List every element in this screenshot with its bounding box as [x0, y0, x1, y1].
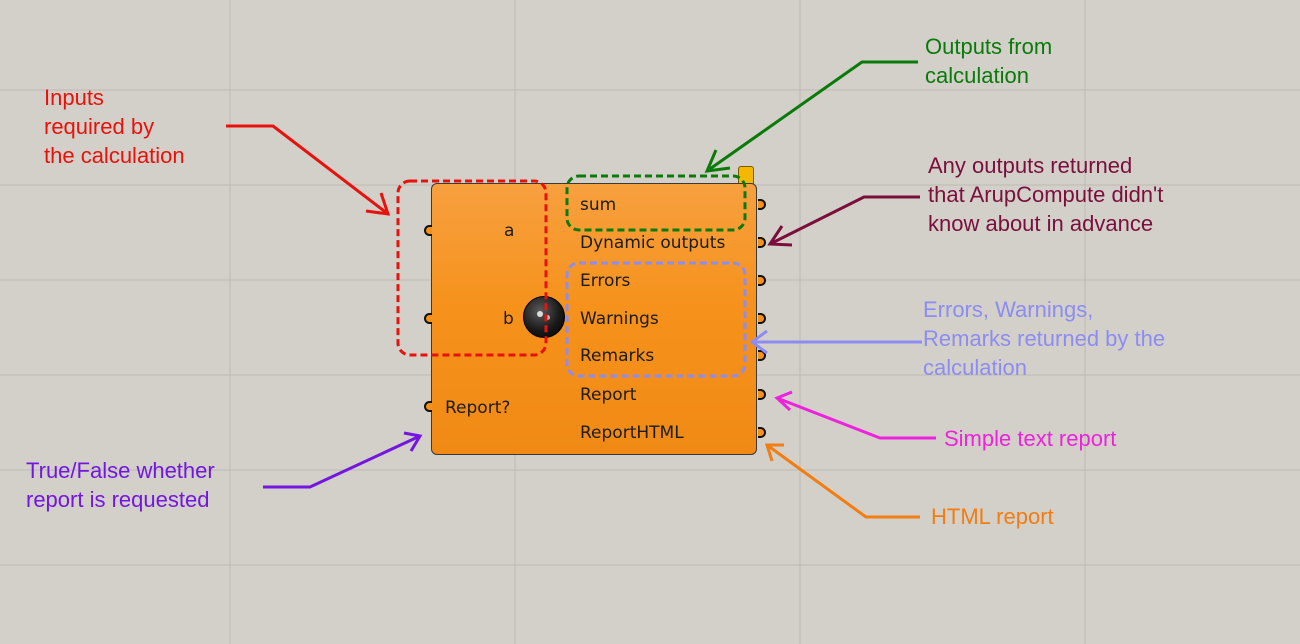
outputs-annotation: Outputs from calculation: [925, 34, 1053, 88]
simple-report-annotation: Simple text report: [944, 426, 1117, 451]
input-report-label: Report?: [445, 398, 511, 418]
arupcompute-logo-icon: [523, 296, 565, 338]
output-reporthtml-grip[interactable]: [758, 427, 766, 438]
input-a-label: a: [504, 221, 515, 241]
output-dynamic-grip[interactable]: [758, 237, 766, 248]
report-flag-annotation: True/False whether report is requested: [26, 458, 215, 512]
output-errors-label: Errors: [580, 271, 631, 291]
input-report-grip[interactable]: [424, 401, 432, 412]
input-a-grip[interactable]: [424, 225, 432, 236]
output-remarks-label: Remarks: [580, 346, 655, 366]
inputs-annotation: Inputs required by the calculation: [44, 85, 185, 168]
dynamic-outputs-annotation: Any outputs returned that ArupCompute di…: [928, 153, 1164, 236]
output-dynamic-label: Dynamic outputs: [580, 233, 726, 253]
output-report-grip[interactable]: [758, 389, 766, 400]
output-sum-label: sum: [580, 195, 617, 215]
html-report-annotation: HTML report: [931, 504, 1054, 529]
input-b-label: b: [503, 309, 514, 329]
output-warnings-grip[interactable]: [758, 313, 766, 324]
output-report-label: Report: [580, 385, 637, 405]
component-flag: [738, 166, 754, 184]
output-reporthtml-label: ReportHTML: [580, 423, 684, 443]
input-b-grip[interactable]: [424, 313, 432, 324]
errors-annotation: Errors, Warnings, Remarks returned by th…: [923, 297, 1166, 380]
output-sum-grip[interactable]: [758, 199, 766, 210]
output-warnings-label: Warnings: [580, 309, 659, 329]
output-errors-grip[interactable]: [758, 275, 766, 286]
